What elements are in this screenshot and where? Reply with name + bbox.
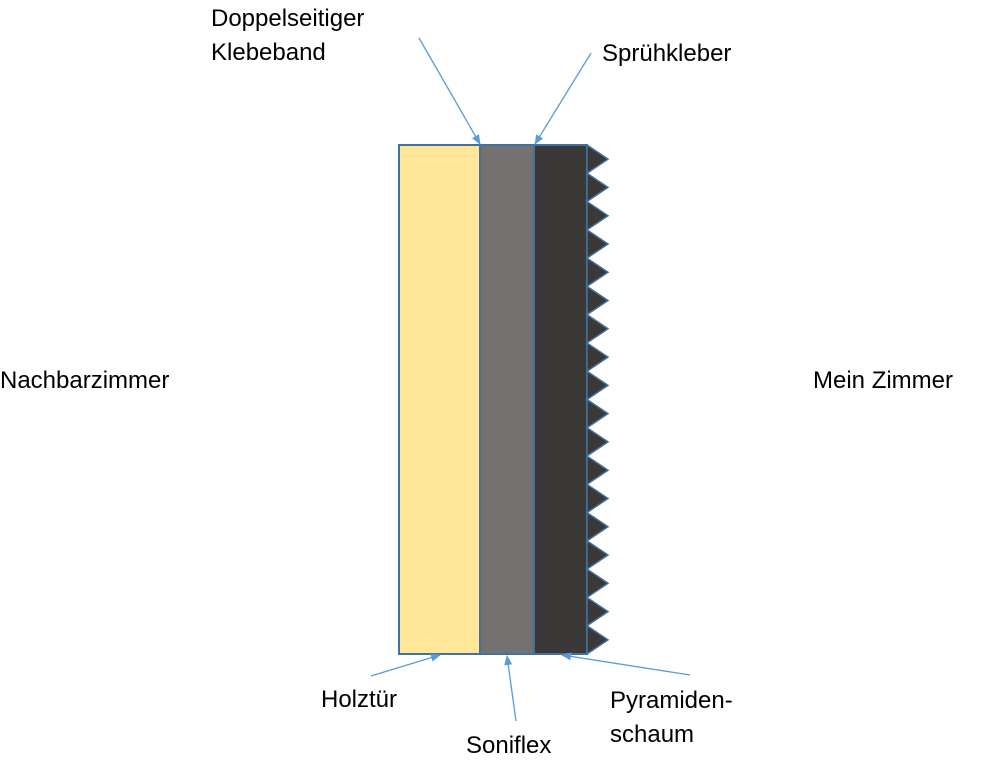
- label-left-room: Nachbarzimmer: [0, 367, 170, 394]
- wood-door-arrow: [370, 653, 441, 677]
- pyramid-foam-layer: [533, 144, 588, 655]
- spray-arrow: [534, 52, 592, 145]
- label-wood-door: Holztür: [321, 686, 398, 713]
- label-double-sided-tape: Doppelseitiger Klebeband: [211, 2, 364, 70]
- label-tape-line-1: Doppelseitiger: [211, 5, 365, 32]
- pyramid-foam-arrow: [561, 652, 691, 676]
- label-soniflex: Soniflex: [466, 732, 552, 759]
- label-tape-line-2: Klebeband: [211, 39, 326, 66]
- label-pyramid-foam: Pyramiden- schaum: [610, 684, 733, 752]
- tape-arrow: [418, 37, 481, 145]
- label-right-room: Mein Zimmer: [813, 367, 954, 394]
- pyramid-teeth-outline: [585, 143, 610, 656]
- label-foam-line-2: schaum: [610, 721, 695, 748]
- pyramid-teeth: [585, 143, 610, 656]
- soniflex-arrow: [504, 655, 517, 722]
- label-foam-line-1: Pyramiden-: [610, 687, 733, 714]
- soniflex-layer: [479, 144, 535, 655]
- wood-door-layer: [398, 144, 481, 655]
- label-spray-adhesive: Sprühkleber: [602, 40, 732, 67]
